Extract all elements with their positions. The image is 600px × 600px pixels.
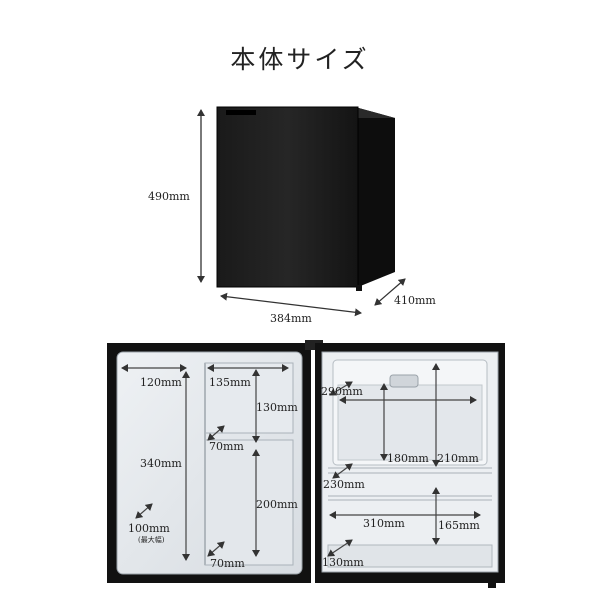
height-label: 490mm [148, 190, 190, 203]
door-shelf-width-label: 120mm [140, 376, 182, 389]
door-pocket-top [204, 362, 294, 434]
door-pocket-depth-bottom-label: 70mm [210, 557, 245, 570]
fridge-handle [226, 110, 256, 115]
page-title: 本体サイズ [230, 45, 370, 74]
cabinet-lower-width-label: 310mm [363, 517, 405, 530]
width-arrow [220, 292, 362, 317]
door-lower-pocket-height-label: 200mm [256, 498, 298, 511]
cabinet-top-depth-label: 290mm [321, 385, 363, 398]
cabinet-upper-height-label: 210mm [437, 452, 479, 465]
door-right-width-label: 135mm [209, 376, 251, 389]
door-bottle-depth-label: 100mm [128, 522, 170, 535]
fridge-foot [356, 285, 362, 291]
fridge-side-panel [355, 107, 395, 287]
door-inner-height-label: 340mm [140, 457, 182, 470]
door-bottle-note: (最大幅) [138, 536, 165, 544]
door-pocket-depth-top-label: 70mm [209, 440, 244, 453]
cabinet-bottom-depth-label: 130mm [322, 556, 364, 569]
cabinet-upper-width-label: 180mm [387, 452, 429, 465]
width-label: 384mm [270, 312, 312, 325]
cabinet-shelf-depth-label: 230mm [323, 478, 365, 491]
depth-label: 410mm [394, 294, 436, 307]
fridge-exterior [216, 106, 395, 291]
cabinet-lower-height-label: 165mm [438, 519, 480, 532]
door-top-pocket-height-label: 130mm [256, 401, 298, 414]
fridge-door [216, 106, 359, 288]
depth-arrow [374, 278, 406, 306]
